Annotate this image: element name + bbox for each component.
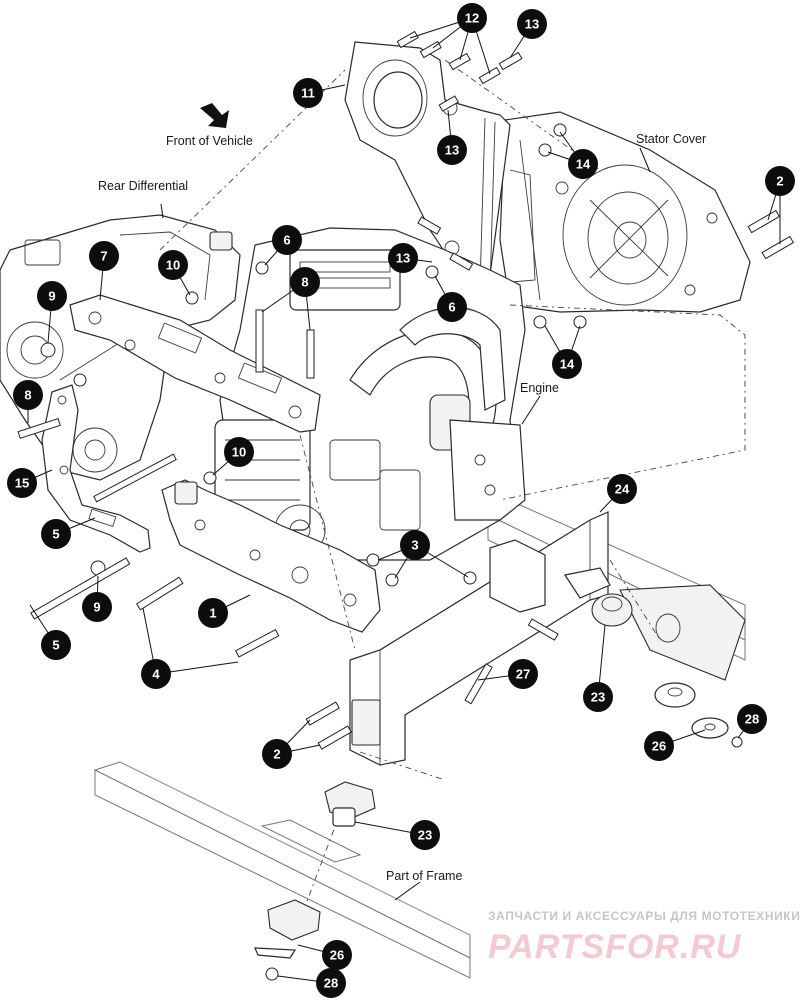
svg-text:28: 28 [324, 976, 338, 991]
callout-2: 2 [765, 166, 795, 196]
callout-14: 14 [568, 149, 598, 179]
svg-text:10: 10 [166, 258, 180, 273]
svg-text:12: 12 [465, 11, 479, 26]
svg-text:13: 13 [396, 251, 410, 266]
svg-text:23: 23 [591, 690, 605, 705]
callout-9: 9 [37, 281, 67, 311]
upper-bracket [69, 294, 321, 433]
callout-15: 15 [7, 468, 37, 498]
callout-10: 10 [158, 250, 188, 280]
callout-8: 8 [13, 380, 43, 410]
svg-text:11: 11 [301, 86, 315, 101]
stator-cover-label: Stator Cover [636, 132, 706, 146]
callout-3: 3 [400, 530, 430, 560]
svg-text:27: 27 [516, 667, 530, 682]
svg-text:28: 28 [745, 712, 759, 727]
rubber-mount-right [591, 593, 743, 748]
svg-text:15: 15 [15, 476, 29, 491]
callout-11: 11 [293, 78, 323, 108]
svg-text:9: 9 [48, 289, 55, 304]
svg-text:2: 2 [273, 747, 280, 762]
svg-text:14: 14 [560, 357, 575, 372]
part-labels: Front of Vehicle Rear Differential Stato… [98, 132, 706, 883]
callout-4: 4 [141, 659, 171, 689]
svg-text:24: 24 [615, 482, 630, 497]
callout-13: 13 [517, 9, 547, 39]
watermark: ЗАПЧАСТИ И АКСЕССУАРЫ ДЛЯ МОТОТЕХНИКИ PA… [488, 909, 800, 966]
callout-2: 2 [262, 739, 292, 769]
callout-23: 23 [410, 820, 440, 850]
callout-8: 8 [290, 267, 320, 297]
engine-label: Engine [520, 381, 559, 395]
rubber-mount-lower [254, 781, 376, 981]
callout-26: 26 [644, 731, 674, 761]
callout-14: 14 [552, 349, 582, 379]
stator-cover [499, 111, 751, 313]
svg-text:2: 2 [776, 174, 783, 189]
svg-text:1: 1 [209, 606, 216, 621]
front-of-vehicle-label: Front of Vehicle [166, 134, 253, 148]
svg-text:26: 26 [330, 948, 344, 963]
svg-text:3: 3 [411, 538, 418, 553]
callout-6: 6 [272, 225, 302, 255]
callout-24: 24 [607, 474, 637, 504]
svg-text:10: 10 [232, 445, 246, 460]
watermark-tagline: ЗАПЧАСТИ И АКСЕССУАРЫ ДЛЯ МОТОТЕХНИКИ [488, 909, 800, 923]
left-arm-bracket [41, 384, 151, 553]
callout-9: 9 [82, 592, 112, 622]
svg-text:7: 7 [100, 249, 107, 264]
callout-6: 6 [437, 292, 467, 322]
callout-10: 10 [224, 437, 254, 467]
svg-text:4: 4 [152, 667, 160, 682]
frame-rail-lower [93, 761, 471, 979]
svg-text:23: 23 [418, 828, 432, 843]
callout-27: 27 [508, 659, 538, 689]
engine-mount-plate [344, 41, 511, 291]
svg-text:5: 5 [52, 638, 59, 653]
svg-text:6: 6 [448, 300, 455, 315]
svg-text:14: 14 [576, 157, 591, 172]
callout-26: 26 [322, 940, 352, 970]
callout-12: 12 [457, 3, 487, 33]
callout-5: 5 [41, 630, 71, 660]
callout-1: 1 [198, 598, 228, 628]
callouts: 12 13 11 13 14 2 7 10 6 13 8 6 9 14 8 10… [7, 3, 795, 998]
rear-differential-label: Rear Differential [98, 179, 188, 193]
callout-28: 28 [737, 704, 767, 734]
svg-text:5: 5 [52, 527, 59, 542]
part-of-frame-label: Part of Frame [386, 869, 462, 883]
svg-text:9: 9 [93, 600, 100, 615]
front-engine-mount [161, 479, 381, 633]
watermark-brand: PARTSFOR.RU [488, 928, 742, 966]
svg-text:13: 13 [445, 143, 459, 158]
front-of-vehicle-arrow-icon [200, 103, 229, 128]
crossmember [349, 511, 611, 766]
svg-text:8: 8 [24, 388, 31, 403]
callout-13: 13 [437, 135, 467, 165]
callout-13: 13 [388, 243, 418, 273]
fasteners [17, 30, 795, 750]
svg-text:13: 13 [525, 17, 539, 32]
callout-7: 7 [89, 241, 119, 271]
callout-28: 28 [316, 968, 346, 998]
svg-text:26: 26 [652, 739, 666, 754]
callout-23: 23 [583, 682, 613, 712]
svg-text:8: 8 [301, 275, 308, 290]
callout-5: 5 [41, 519, 71, 549]
svg-text:6: 6 [283, 233, 290, 248]
